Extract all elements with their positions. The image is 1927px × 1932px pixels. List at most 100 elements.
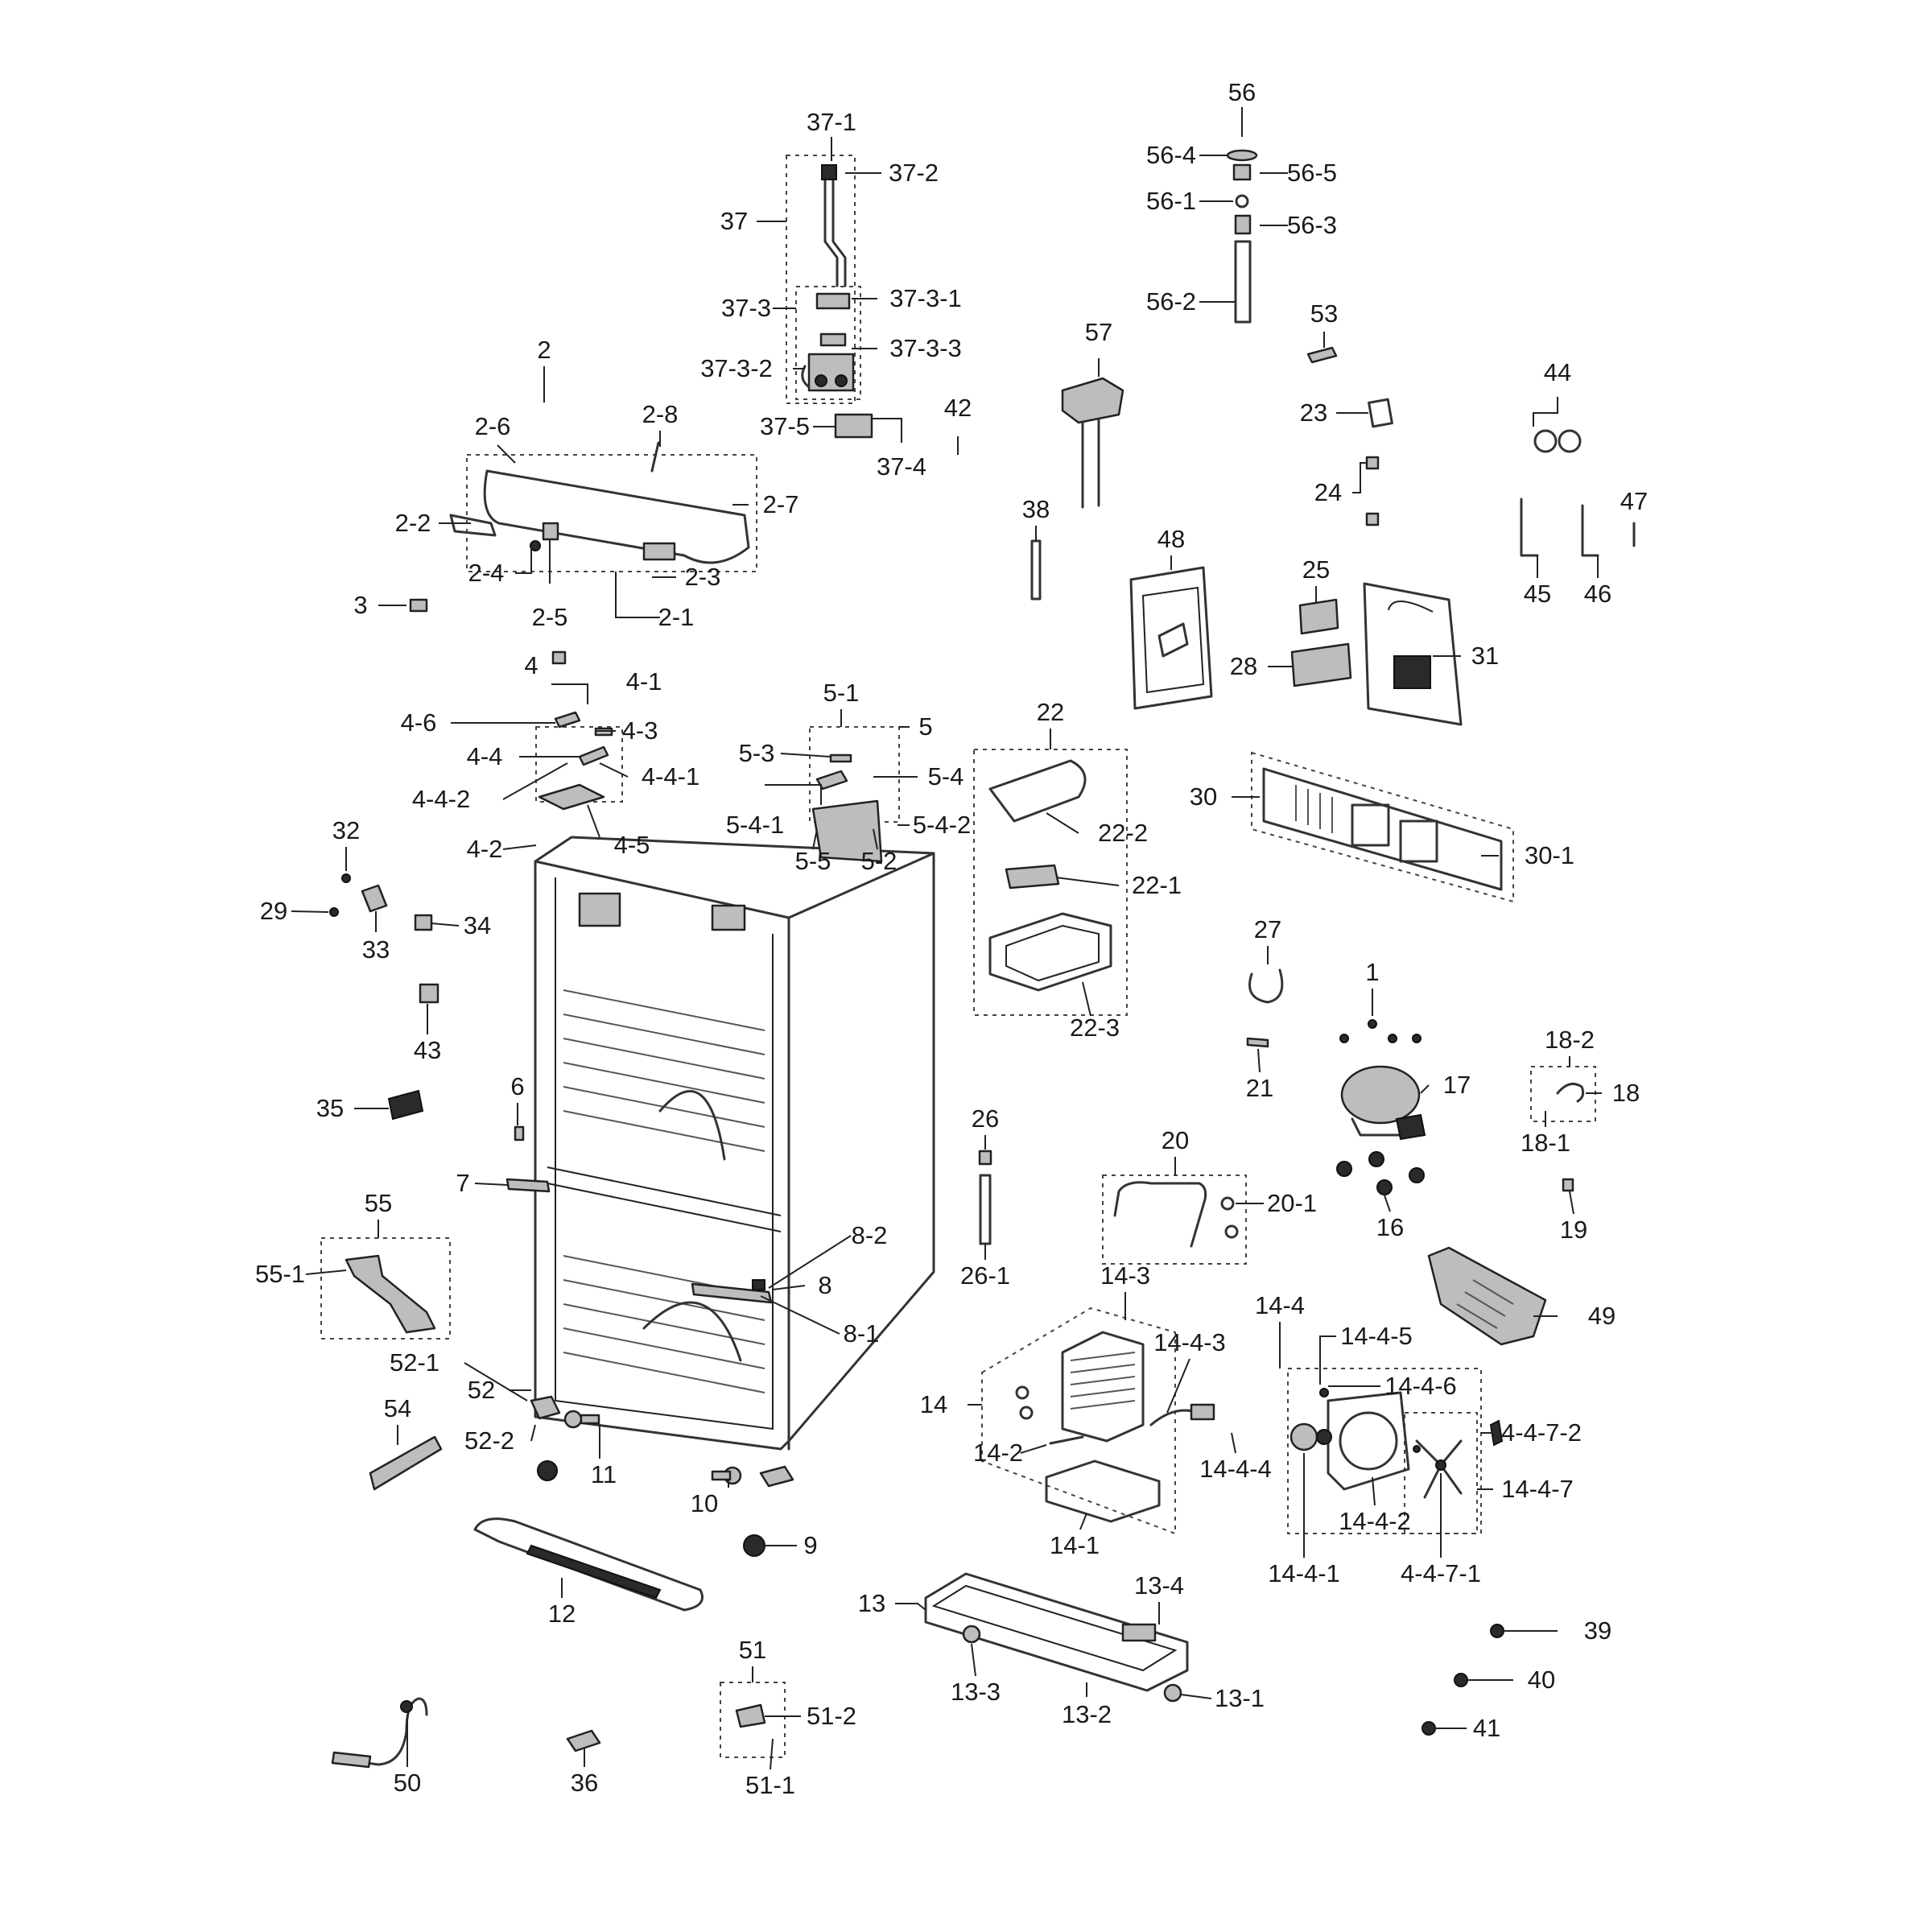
tube-20 bbox=[1113, 1181, 1239, 1248]
callout-37-3-1: 37-3-1 bbox=[889, 284, 962, 312]
callout-12: 12 bbox=[548, 1600, 576, 1628]
base-plate-13 bbox=[924, 1572, 1189, 1703]
small-parts-left bbox=[329, 873, 551, 1193]
callout-3: 3 bbox=[353, 591, 367, 619]
part-24 bbox=[1365, 456, 1380, 526]
callout-16: 16 bbox=[1376, 1213, 1404, 1241]
callout-34: 34 bbox=[464, 911, 491, 939]
callout-11: 11 bbox=[591, 1460, 617, 1488]
callout-2-2: 2-2 bbox=[395, 509, 431, 537]
callout-2: 2 bbox=[537, 336, 551, 364]
callout-18-1: 18-1 bbox=[1521, 1129, 1570, 1157]
callout-2-8: 2-8 bbox=[642, 400, 679, 428]
callout-labels: 56 56-4 56-5 56-1 56-3 56-2 37-1 37-2 37… bbox=[255, 78, 1648, 1799]
callout-13-1: 13-1 bbox=[1215, 1684, 1265, 1712]
callout-56-4: 56-4 bbox=[1146, 141, 1196, 169]
callout-5-4: 5-4 bbox=[928, 762, 964, 791]
part-45-46-47 bbox=[1520, 497, 1636, 557]
small-part-53 bbox=[1306, 346, 1338, 364]
callout-37-5: 37-5 bbox=[760, 412, 810, 440]
callout-2-4: 2-4 bbox=[468, 559, 505, 587]
callout-56-5: 56-5 bbox=[1287, 159, 1337, 187]
hinge-5 bbox=[811, 753, 883, 863]
callout-22-3: 22-3 bbox=[1070, 1013, 1120, 1042]
shaft-assembly bbox=[1226, 149, 1258, 324]
box-14 bbox=[981, 1307, 1176, 1535]
callout-56: 56 bbox=[1228, 78, 1256, 106]
parts bbox=[329, 149, 1636, 1769]
part-54 bbox=[369, 1435, 443, 1491]
callout-52: 52 bbox=[468, 1376, 495, 1404]
ice-assembly-22 bbox=[988, 759, 1112, 992]
callout-4-4-2: 4-4-2 bbox=[412, 785, 470, 813]
callout-22-1: 22-1 bbox=[1132, 871, 1182, 899]
callout-56-3: 56-3 bbox=[1287, 211, 1337, 239]
callout-53: 53 bbox=[1310, 299, 1338, 328]
part-23 bbox=[1368, 398, 1393, 428]
compressor-17 bbox=[1336, 1019, 1426, 1195]
callout-9: 9 bbox=[803, 1531, 817, 1559]
leader-lines bbox=[291, 107, 1602, 1770]
callout-40: 40 bbox=[1528, 1666, 1555, 1694]
callout-18-2: 18-2 bbox=[1545, 1026, 1595, 1054]
callout-22-2: 22-2 bbox=[1098, 819, 1148, 847]
dispenser-tube bbox=[1061, 377, 1124, 509]
callout-29: 29 bbox=[260, 897, 287, 925]
callout-31: 31 bbox=[1471, 642, 1499, 670]
callout-30-1: 30-1 bbox=[1525, 841, 1574, 869]
callout-37-3: 37-3 bbox=[721, 294, 771, 322]
callout-4-4-7-1: 4-4-7-1 bbox=[1401, 1559, 1481, 1587]
callout-23: 23 bbox=[1300, 398, 1327, 427]
callout-14-3: 14-3 bbox=[1100, 1261, 1150, 1290]
callout-38: 38 bbox=[1022, 495, 1050, 523]
callout-45: 45 bbox=[1524, 580, 1551, 608]
callout-2-6: 2-6 bbox=[475, 412, 511, 440]
evaporator-cover-30 bbox=[1262, 767, 1503, 891]
callout-14-4-6: 14-4-6 bbox=[1384, 1372, 1457, 1400]
callout-46: 46 bbox=[1584, 580, 1611, 608]
callout-42: 42 bbox=[944, 394, 972, 422]
callout-4-4-7-2: 4-4-7-2 bbox=[1501, 1418, 1582, 1447]
callout-37: 37 bbox=[720, 207, 748, 235]
callout-5: 5 bbox=[918, 712, 932, 741]
callout-2-5: 2-5 bbox=[532, 603, 568, 631]
callout-13-4: 13-4 bbox=[1134, 1571, 1184, 1600]
part-3 bbox=[409, 598, 428, 613]
callout-26-1: 26-1 bbox=[960, 1261, 1010, 1290]
callout-6: 6 bbox=[510, 1072, 524, 1100]
callout-19: 19 bbox=[1560, 1216, 1587, 1244]
callout-5-5: 5-5 bbox=[795, 847, 831, 875]
callout-52-1: 52-1 bbox=[390, 1348, 439, 1377]
cover-panel-31 bbox=[1363, 582, 1463, 726]
callout-30: 30 bbox=[1190, 782, 1217, 811]
callout-24: 24 bbox=[1314, 478, 1342, 506]
callout-4-1: 4-1 bbox=[626, 667, 662, 696]
box-20 bbox=[1102, 1174, 1247, 1265]
callout-57: 57 bbox=[1085, 318, 1112, 346]
callout-4-5: 4-5 bbox=[614, 831, 650, 859]
callout-4-3: 4-3 bbox=[622, 716, 658, 745]
callout-14-4: 14-4 bbox=[1255, 1291, 1305, 1319]
callout-14-1: 14-1 bbox=[1050, 1531, 1100, 1559]
callout-20-1: 20-1 bbox=[1267, 1189, 1317, 1217]
evaporator-14 bbox=[1015, 1331, 1215, 1523]
callout-56-1: 56-1 bbox=[1146, 187, 1196, 215]
callout-1: 1 bbox=[1365, 958, 1379, 986]
callout-5-2: 5-2 bbox=[861, 847, 897, 875]
callout-2-1: 2-1 bbox=[658, 603, 695, 631]
fan-assembly-14-4 bbox=[1289, 1388, 1504, 1499]
callout-14-4-7: 14-4-7 bbox=[1501, 1475, 1574, 1503]
callout-21: 21 bbox=[1246, 1074, 1273, 1102]
part-25-28-boards bbox=[1290, 598, 1352, 687]
callout-5-4-1: 5-4-1 bbox=[726, 811, 784, 839]
callout-8-2: 8-2 bbox=[852, 1221, 888, 1249]
callout-37-1: 37-1 bbox=[807, 108, 856, 136]
strip-55 bbox=[345, 1254, 436, 1334]
callout-14-4-1: 14-4-1 bbox=[1268, 1559, 1340, 1587]
box-55 bbox=[320, 1237, 451, 1340]
callout-28: 28 bbox=[1230, 652, 1257, 680]
callout-43: 43 bbox=[414, 1036, 441, 1064]
callout-4-6: 4-6 bbox=[401, 708, 437, 737]
part-38-rod bbox=[1030, 539, 1042, 601]
